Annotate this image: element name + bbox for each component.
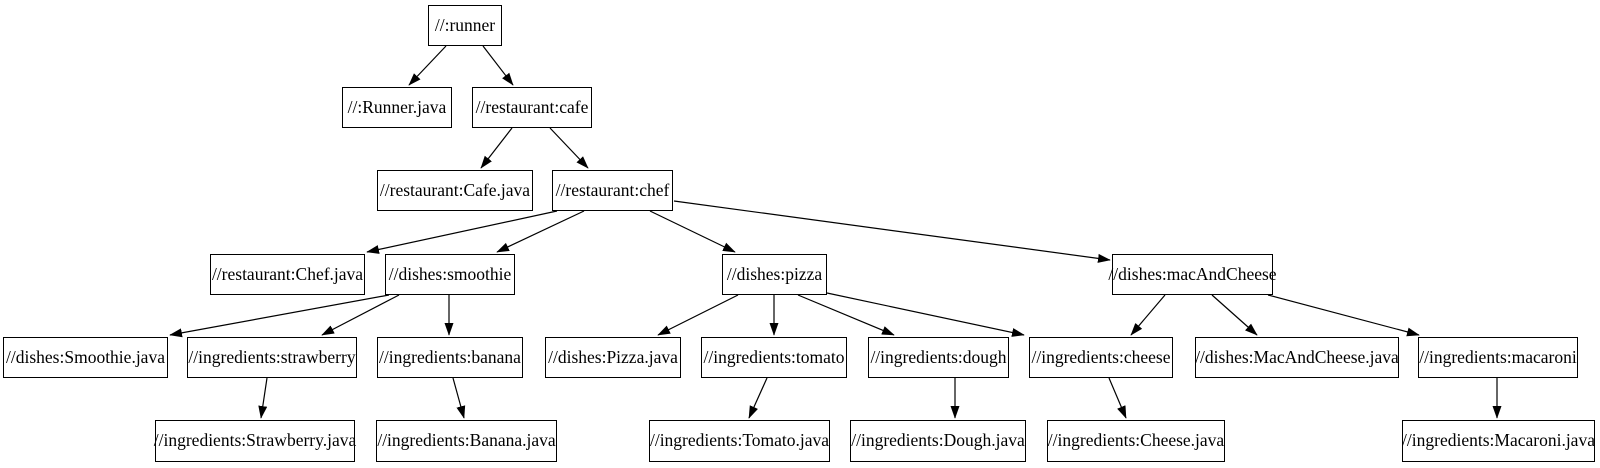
node-cheese-java: //ingredients:Cheese.java: [1047, 420, 1225, 462]
node-smoothie-java: //dishes:Smoothie.java: [3, 337, 168, 378]
edge-runner-to-cafe: [482, 45, 514, 86]
edge-strawberry-to-strawberry-java: [258, 377, 268, 419]
node-strawberry-label: //ingredients:strawberry: [188, 346, 356, 367]
node-macaroni-java: //ingredients:Macaroni.java: [1402, 420, 1595, 462]
node-dough-java: //ingredients:Dough.java: [850, 420, 1026, 462]
edge-mac-and-cheese-to-cheese: [1130, 294, 1166, 336]
node-banana-java: //ingredients:Banana.java: [376, 420, 557, 462]
node-strawberry-java: //ingredients:Strawberry.java: [153, 420, 357, 462]
edge-pizza-to-pizza-java: [657, 294, 739, 336]
edge-mac-and-cheese-to-mac-and-cheese-java: [1211, 294, 1258, 336]
node-macaroni-label: //ingredients:macaroni: [1419, 346, 1577, 367]
node-pizza-java-label: //dishes:Pizza.java: [548, 346, 678, 367]
node-cafe-label: //restaurant:cafe: [475, 96, 589, 117]
node-banana: //ingredients:banana: [377, 337, 523, 378]
node-chef-java-label: //restaurant:Chef.java: [211, 263, 364, 284]
node-runner: //:runner: [428, 5, 502, 46]
node-dough-java-label: //ingredients:Dough.java: [851, 430, 1025, 451]
node-smoothie: //dishes:smoothie: [385, 254, 515, 295]
edge-smoothie-to-smoothie-java: [169, 294, 390, 338]
edge-banana-to-banana-java: [452, 377, 466, 419]
edge-cafe-to-cafe-java: [480, 127, 513, 169]
node-mac-and-cheese: //dishes:macAndCheese: [1108, 254, 1277, 295]
edge-chef-to-pizza: [649, 210, 736, 253]
node-runner-label: //:runner: [434, 14, 496, 35]
edge-runner-to-runner-java: [408, 45, 447, 86]
edge-chef-to-chef-java: [366, 210, 558, 254]
edge-smoothie-to-strawberry: [321, 294, 400, 336]
edge-chef-to-smoothie: [496, 210, 585, 253]
node-banana-label: //ingredients:banana: [379, 346, 521, 367]
node-pizza-java: //dishes:Pizza.java: [545, 337, 681, 378]
node-macaroni-java-label: //ingredients:Macaroni.java: [1402, 430, 1595, 451]
node-cheese-label: //ingredients:cheese: [1031, 346, 1171, 367]
node-tomato-label: //ingredients:tomato: [703, 346, 845, 367]
edge-chef-to-mac-and-cheese: [673, 200, 1111, 263]
edge-cheese-to-cheese-java: [1108, 377, 1127, 419]
node-dough-label: //ingredients:dough: [870, 346, 1007, 367]
node-cafe-java-label: //restaurant:Cafe.java: [379, 179, 531, 200]
edge-cafe-to-chef: [549, 127, 589, 169]
node-runner-java: //:Runner.java: [342, 87, 452, 128]
node-tomato-java-label: //ingredients:Tomato.java: [649, 430, 830, 451]
node-dough: //ingredients:dough: [868, 337, 1009, 378]
node-mac-and-cheese-java-label: //dishes:MacAndCheese.java: [1195, 346, 1399, 367]
node-cafe: //restaurant:cafe: [472, 87, 592, 128]
node-mac-and-cheese-label: //dishes:macAndCheese: [1108, 263, 1277, 284]
node-tomato-java: //ingredients:Tomato.java: [649, 420, 830, 462]
node-smoothie-java-label: //dishes:Smoothie.java: [6, 346, 165, 367]
node-pizza-label: //dishes:pizza: [726, 263, 823, 284]
edge-tomato-to-tomato-java: [748, 377, 768, 419]
node-macaroni: //ingredients:macaroni: [1418, 337, 1578, 378]
node-pizza: //dishes:pizza: [722, 254, 827, 295]
node-smoothie-label: //dishes:smoothie: [388, 263, 512, 284]
node-cheese-java-label: //ingredients:Cheese.java: [1047, 430, 1225, 451]
node-tomato: //ingredients:tomato: [701, 337, 847, 378]
node-banana-java-label: //ingredients:Banana.java: [377, 430, 556, 451]
edge-pizza-to-cheese: [826, 292, 1025, 337]
node-strawberry-java-label: //ingredients:Strawberry.java: [153, 430, 357, 451]
node-chef-java: //restaurant:Chef.java: [210, 254, 365, 295]
edge-pizza-to-dough: [797, 294, 895, 336]
node-cheese: //ingredients:cheese: [1029, 337, 1173, 378]
node-cafe-java: //restaurant:Cafe.java: [377, 170, 533, 211]
node-chef: //restaurant:chef: [552, 170, 673, 211]
node-strawberry: //ingredients:strawberry: [187, 337, 357, 378]
edge-mac-and-cheese-to-macaroni: [1267, 294, 1420, 337]
node-runner-java-label: //:Runner.java: [347, 96, 447, 117]
node-chef-label: //restaurant:chef: [555, 179, 670, 200]
node-mac-and-cheese-java: //dishes:MacAndCheese.java: [1195, 337, 1399, 378]
